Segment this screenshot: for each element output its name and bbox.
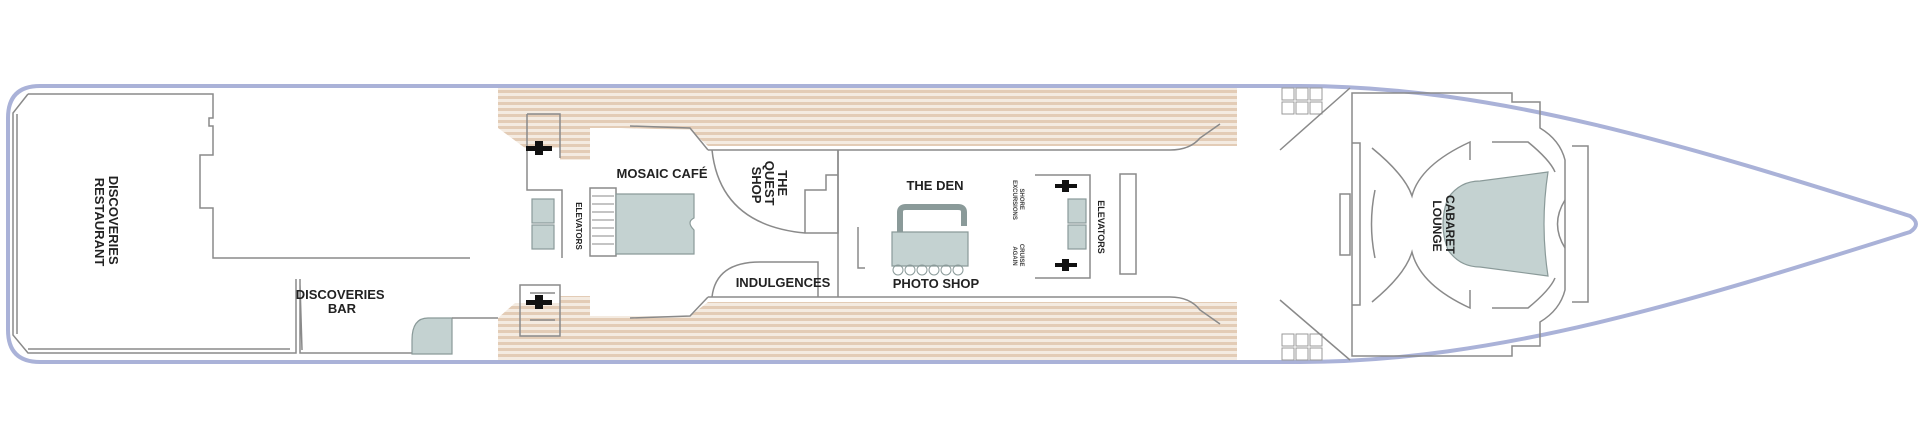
restroom-icon bbox=[1055, 180, 1077, 271]
indulgences-room[interactable] bbox=[711, 150, 839, 298]
deck-chairs-icon bbox=[1281, 87, 1323, 361]
bar-counter bbox=[411, 317, 453, 355]
bar-stools bbox=[892, 264, 964, 276]
elevator-aft-2[interactable] bbox=[531, 224, 555, 250]
elevator-fwd-2[interactable] bbox=[1067, 224, 1087, 250]
elevators-fwd-label: ELEVATORS bbox=[1096, 200, 1106, 254]
mosaic-cafe-label: MOSAIC CAFÉ bbox=[617, 166, 708, 181]
restroom-icon bbox=[526, 141, 552, 309]
cabaret-lounge-label: CABARET LOUNGE bbox=[1430, 195, 1457, 257]
stairs-aft[interactable] bbox=[589, 187, 617, 257]
discoveries-restaurant-room[interactable] bbox=[28, 93, 470, 259]
cruise-again-label: CRUISE AGAIN bbox=[1011, 244, 1024, 268]
indulgences-label: INDULGENCES bbox=[736, 275, 831, 290]
cabaret-lounge-room[interactable] bbox=[1351, 92, 1566, 357]
discoveries-bar-label: DISCOVERIES BAR bbox=[296, 287, 388, 316]
discoveries-bar-room[interactable] bbox=[299, 279, 420, 354]
stairs-icon bbox=[592, 195, 614, 245]
photo-shop-counter bbox=[891, 231, 969, 267]
elevator-fwd-1[interactable] bbox=[1067, 198, 1087, 224]
upper-promenade-deck bbox=[498, 88, 1237, 160]
lower-promenade-deck bbox=[498, 296, 1237, 360]
cabaret-stage bbox=[1442, 171, 1549, 277]
the-den-label: THE DEN bbox=[906, 178, 963, 193]
stairs-fwd[interactable] bbox=[1119, 173, 1137, 275]
shore-excursions-label: SHORE EXCURSIONS bbox=[1011, 180, 1024, 220]
photo-shop-label: PHOTO SHOP bbox=[893, 276, 980, 291]
elevators-aft-label: ELEVATORS bbox=[574, 202, 583, 250]
elevator-aft-1[interactable] bbox=[531, 198, 555, 224]
quest-shop-label: THE QUEST SHOP bbox=[749, 161, 790, 209]
ship-hull-outline bbox=[6, 84, 1918, 364]
discoveries-restaurant-label: DISCOVERIES RESTAURANT bbox=[92, 176, 121, 268]
mosaic-cafe-counter bbox=[615, 193, 695, 255]
den-bar-counter bbox=[897, 204, 967, 232]
quest-shop-room[interactable] bbox=[711, 149, 839, 234]
